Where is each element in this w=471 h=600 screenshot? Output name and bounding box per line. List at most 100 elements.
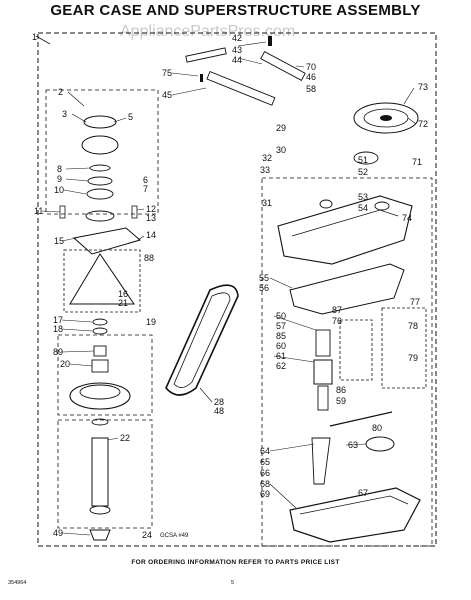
footer-note: FOR ORDERING INFORMATION REFER TO PARTS … <box>131 559 340 566</box>
part-label: 79 <box>408 353 418 363</box>
housing-frame <box>63 249 141 313</box>
shaft-part <box>317 385 329 411</box>
gear-case-bottom <box>299 495 409 515</box>
part-label: 45 <box>162 90 172 100</box>
part-label: 1 <box>32 32 37 42</box>
part-label: 7 <box>143 184 148 194</box>
housing-part <box>69 253 135 305</box>
washer-part <box>86 188 114 200</box>
cap-part <box>89 529 111 541</box>
part-label: 16 <box>118 289 128 299</box>
drawing-code: GCSA #49 <box>160 533 189 539</box>
part-label: 68 <box>260 479 270 489</box>
drive-pulley <box>69 382 131 410</box>
watermark: AppliancePartsPros.com <box>120 23 296 40</box>
mounting-plate <box>72 227 142 255</box>
part-label: 59 <box>336 396 346 406</box>
pin-part <box>59 205 66 219</box>
part-label: 64 <box>260 446 270 456</box>
part-label: 62 <box>276 361 286 371</box>
part-label: 87 <box>332 305 342 315</box>
bracket-part <box>260 51 306 81</box>
screw-part <box>268 36 272 46</box>
part-label: 78 <box>408 321 418 331</box>
part-label: 28 <box>214 397 224 407</box>
subassembly-frame-gearcase <box>261 177 433 547</box>
part-label: 12 <box>146 204 156 214</box>
gear-case-bottom <box>289 487 421 543</box>
subassembly-frame-right <box>381 307 427 389</box>
part-label: 30 <box>276 145 286 155</box>
page-title: GEAR CASE AND SUPERSTRUCTURE ASSEMBLY <box>50 2 421 19</box>
part-label: 19 <box>146 317 156 327</box>
leader-line <box>35 35 51 45</box>
drive-pulley <box>79 384 121 400</box>
part-label: 74 <box>402 213 412 223</box>
part-label: 61 <box>276 351 286 361</box>
worm-gear <box>313 359 333 385</box>
subassembly-frame-shaft <box>57 419 153 529</box>
seal-part <box>374 201 390 211</box>
part-label: 18 <box>53 324 63 334</box>
part-label: 32 <box>262 153 272 163</box>
part-label: 46 <box>306 72 316 82</box>
part-label: 11 <box>34 206 43 216</box>
document-number: 354964 <box>8 580 27 586</box>
part-label: 80 <box>372 423 382 433</box>
part-label: 76 <box>332 316 342 326</box>
washer-part <box>92 327 108 335</box>
part-label: 52 <box>358 167 368 177</box>
bracket-part <box>206 70 276 106</box>
part-label: 3 <box>62 109 67 119</box>
part-label: 54 <box>358 203 368 213</box>
part-label: 58 <box>306 84 316 94</box>
gear-case-cover <box>277 195 413 265</box>
pulley-part <box>380 115 392 121</box>
part-label: 53 <box>358 192 368 202</box>
part-label: 51 <box>358 155 368 165</box>
part-label: 77 <box>410 297 420 307</box>
seal-part <box>319 199 333 209</box>
gasket-part <box>289 263 405 315</box>
part-label: 55 <box>259 273 269 283</box>
part-label: 29 <box>276 123 286 133</box>
part-label: 49 <box>53 528 63 538</box>
part-label: 5 <box>128 112 133 122</box>
shaft-part <box>91 437 109 507</box>
linkage-part <box>329 411 393 427</box>
part-label: 73 <box>418 82 428 92</box>
part-label: 88 <box>144 253 154 263</box>
page-number: 5 <box>231 580 235 586</box>
part-label: 60 <box>276 341 286 351</box>
part-label: 33 <box>260 165 270 175</box>
bushing-part <box>93 345 107 357</box>
part-label: 43 <box>232 45 242 55</box>
part-label: 70 <box>306 62 316 72</box>
bracket-part <box>185 47 227 63</box>
pin-part <box>131 205 138 219</box>
part-labels: 1 2 3 5 6 7 8 9 10 11 12 13 14 15 16 17 … <box>32 32 428 540</box>
gear-part <box>83 115 117 129</box>
gear-case-cover <box>291 209 399 237</box>
part-label: 63 <box>348 440 358 450</box>
part-label: 42 <box>232 33 242 43</box>
part-label: 66 <box>260 468 270 478</box>
gear-part <box>81 135 119 155</box>
washer-part <box>92 318 108 326</box>
screw-part <box>200 74 203 82</box>
part-label: 57 <box>276 321 286 331</box>
part-label: 6 <box>143 175 148 185</box>
washer-part <box>87 176 113 186</box>
shift-arm <box>311 437 331 485</box>
part-label: 31 <box>262 198 272 208</box>
pulley-part <box>353 102 419 134</box>
part-label: 71 <box>412 157 422 167</box>
part-label: 67 <box>358 488 368 498</box>
part-label: 44 <box>232 55 242 65</box>
part-label: 17 <box>53 315 63 325</box>
part-label: 9 <box>57 174 62 184</box>
leader-lines <box>41 41 417 536</box>
part-label: 85 <box>276 331 286 341</box>
part-label: 2 <box>58 87 63 97</box>
worm-gear <box>315 329 331 357</box>
